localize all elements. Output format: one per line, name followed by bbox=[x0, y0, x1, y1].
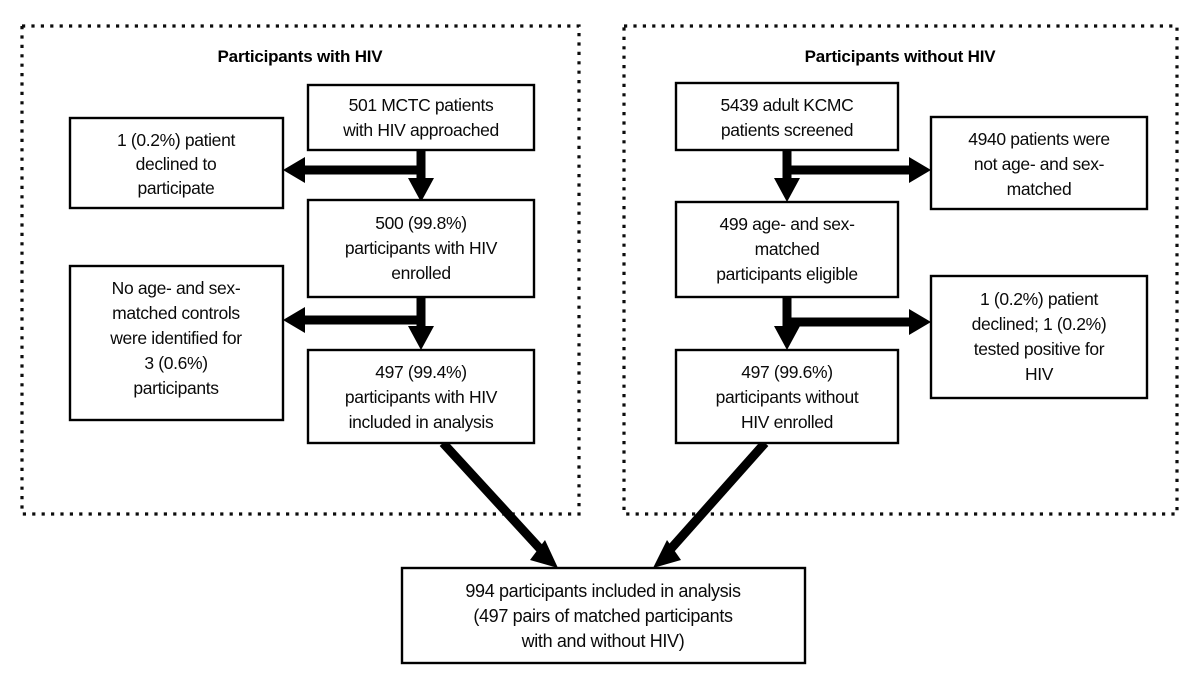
connector-left-top-to-mid bbox=[408, 150, 434, 202]
node-left-mid-box bbox=[306, 198, 536, 299]
node-left-bottom-line-2: participants with HIV bbox=[345, 387, 498, 407]
connector-right-top-to-mid bbox=[774, 150, 800, 202]
connector-right-bottom-to-final bbox=[653, 440, 769, 568]
node-right-excl2-line-1: 1 (0.2%) patient bbox=[980, 289, 1098, 309]
node-right-bottom-line-3: HIV enrolled bbox=[741, 412, 833, 432]
arrow-head-down-right-1 bbox=[774, 178, 800, 202]
node-final-line-1: 994 participants included in analysis bbox=[465, 581, 741, 601]
arrow-head-left-1 bbox=[283, 157, 305, 183]
node-right-bottom-line-2: participants without bbox=[716, 387, 859, 407]
connector-left-bottom-to-final bbox=[439, 439, 558, 568]
connector-left-top-to-excl1 bbox=[283, 157, 421, 183]
arrow-head-right-2 bbox=[909, 309, 931, 335]
node-left-mid-line-2: participants with HIV bbox=[345, 238, 498, 258]
connector-right-top-to-excl1 bbox=[787, 157, 931, 183]
node-left-excl2-box bbox=[68, 264, 285, 422]
connector-right-mid-to-excl2 bbox=[787, 309, 931, 335]
arrow-head-diag-right bbox=[653, 540, 681, 568]
node-right-top-line-1: 5439 adult KCMC bbox=[721, 95, 854, 115]
node-left-excl1-box bbox=[68, 116, 285, 210]
node-right-mid-line-1: 499 age- and sex- bbox=[719, 214, 855, 234]
node-left-excl2-line-5: participants bbox=[133, 378, 219, 398]
node-right-bottom-line-1: 497 (99.6%) bbox=[741, 362, 833, 382]
node-right-excl2-line-2: declined; 1 (0.2%) bbox=[972, 314, 1107, 334]
arrow-head-down-left-2 bbox=[408, 326, 434, 350]
node-right-excl1-line-3: matched bbox=[1007, 179, 1072, 199]
node-left-bottom-line-3: included in analysis bbox=[349, 412, 494, 432]
node-left-bottom-line-1: 497 (99.4%) bbox=[375, 362, 467, 382]
node-left-excl1-line-1: 1 (0.2%) patient bbox=[117, 130, 235, 150]
node-right-mid-box bbox=[674, 200, 900, 299]
node-left-mid-line-1: 500 (99.8%) bbox=[375, 213, 467, 233]
connector-right-mid-to-bottom bbox=[774, 297, 800, 350]
node-right-excl1-box bbox=[929, 115, 1149, 211]
node-right-excl1-line-2: not age- and sex- bbox=[974, 154, 1105, 174]
node-right-excl2-line-4: HIV bbox=[1025, 364, 1054, 384]
node-right-mid-line-3: participants eligible bbox=[716, 264, 858, 284]
node-left-excl2-line-3: were identified for bbox=[109, 328, 242, 348]
arrow-head-right-1 bbox=[909, 157, 931, 183]
panel-title-with-hiv: Participants with HIV bbox=[218, 47, 384, 66]
node-left-excl1-line-3: participate bbox=[138, 178, 215, 198]
node-left-bottom-box bbox=[306, 348, 536, 445]
panel-title-without-hiv: Participants without HIV bbox=[805, 47, 997, 66]
arrow-head-left-2 bbox=[283, 307, 305, 333]
panel-with-hiv-frame bbox=[20, 24, 581, 516]
node-right-excl1-line-1: 4940 patients were bbox=[968, 129, 1110, 149]
node-left-top-box bbox=[306, 83, 536, 152]
connector-left-mid-to-excl2 bbox=[283, 307, 421, 333]
node-left-excl2-line-4: 3 (0.6%) bbox=[144, 353, 207, 373]
arrow-head-down-left-1 bbox=[408, 178, 434, 202]
node-right-mid-line-2: matched bbox=[755, 239, 820, 259]
node-right-top-box bbox=[674, 81, 900, 152]
node-right-bottom-box bbox=[674, 348, 900, 445]
node-final-box bbox=[400, 566, 807, 665]
node-left-mid-line-3: enrolled bbox=[391, 263, 450, 283]
node-right-excl2-line-3: tested positive for bbox=[974, 339, 1105, 359]
arrow-head-diag-left bbox=[530, 540, 558, 568]
panel-without-hiv-frame bbox=[622, 24, 1179, 516]
node-left-excl1-line-2: declined to bbox=[136, 154, 217, 174]
arrow-head-down-right-2 bbox=[774, 326, 800, 350]
node-left-excl2-line-2: matched controls bbox=[112, 303, 240, 323]
node-left-top-line-1: 501 MCTC patients bbox=[349, 95, 494, 115]
node-left-excl2-line-1: No age- and sex- bbox=[112, 278, 241, 298]
node-right-excl2-box bbox=[929, 274, 1149, 400]
node-final-line-3: with and without HIV) bbox=[521, 631, 685, 651]
node-left-top-line-2: with HIV approached bbox=[342, 120, 499, 140]
node-right-top-line-2: patients screened bbox=[721, 120, 853, 140]
node-final-line-2: (497 pairs of matched participants bbox=[473, 606, 733, 626]
